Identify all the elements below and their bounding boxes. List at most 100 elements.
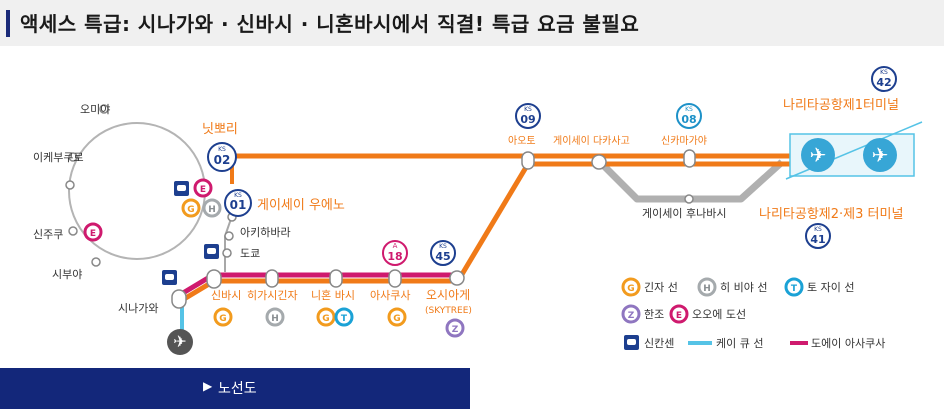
triangle-right-icon: ▶ [203,379,213,393]
badge-oedo: E [193,178,213,198]
svg-text:KS: KS [234,192,242,199]
station-label-aoto: 아오토 [508,135,536,147]
station-dot [91,257,101,267]
station-label-shinjuku: 신주쿠 [33,228,63,241]
svg-text:08: 08 [681,113,696,126]
svg-text:히 비야 선: 히 비야 선 [720,280,767,294]
haneda-airport-icon [167,329,193,355]
svg-text:G: G [627,284,634,294]
svg-text:45: 45 [435,250,450,263]
shinkansen-icon [174,181,189,196]
station-label-omiya: 오미야 [80,103,110,116]
station-code-oshiage: KS 45 [430,240,456,266]
svg-text:T: T [791,284,798,294]
badge-hibiya: H [202,198,222,218]
svg-text:G: G [219,314,226,324]
svg-text:42: 42 [876,76,891,89]
svg-text:G: G [322,314,329,324]
svg-text:G: G [393,314,400,324]
legend-ginza: G 긴자 선 [621,277,678,297]
station-label-ueno: 게이세이 우에노 [257,198,345,213]
station-label-narita-t1: 나리타공항제1터미널 [783,98,899,113]
badge-ginza: G [213,307,233,327]
legend-shinkansen: 신칸센 [624,335,674,350]
station-code-nippori: KS 02 [207,142,237,172]
station-label-higashi-ginza: 히가시긴자 [247,288,298,302]
svg-text:18: 18 [387,250,402,263]
station-dot [224,231,234,241]
svg-text:토 자이 선: 토 자이 선 [807,281,854,294]
legend-tozai: T 토 자이 선 [784,277,854,297]
badge-oedo: E [83,222,103,242]
svg-text:신칸센: 신칸센 [644,337,674,350]
station-label-shimbashi: 신바시 [211,289,241,302]
svg-text:KS: KS [524,106,532,113]
station-label-nippori: 닛뽀리 [202,122,238,137]
svg-text:KS: KS [439,243,447,250]
svg-text:E: E [200,185,206,195]
svg-text:KS: KS [880,69,888,76]
station-dot [222,248,232,258]
svg-text:도에이 아사쿠사: 도에이 아사쿠사 [811,337,885,350]
airport-pointer-line [785,121,923,180]
jr-connector [224,215,233,272]
airplane-icon: ✈ [872,143,889,167]
badge-ginza: G [387,307,407,327]
station-marker-asakusa [388,269,402,288]
legend-oedo: E 오오에 도선 [669,304,746,324]
airport-t23-icon [801,138,835,172]
station-label-oshiage: 오시아게 [426,288,470,302]
station-code-asakusa: A 18 [382,240,408,266]
svg-text:오오에 도선: 오오에 도선 [692,308,746,321]
svg-text:KS: KS [218,146,226,153]
station-label-shibuya: 시부야 [52,268,82,281]
station-label-funabashi: 게이세이 후나바시 [642,207,726,220]
title-accent-bar [6,10,10,37]
station-code-aoto: KS 09 [515,103,541,129]
station-marker-nihombashi [329,269,343,288]
badge-hanzomon: Z [445,318,465,338]
station-marker-higashi-ginza [265,269,279,288]
station-dot [99,104,109,114]
svg-text:41: 41 [810,233,825,246]
svg-text:긴자 선: 긴자 선 [644,281,678,294]
airplane-icon: ✈ [173,332,186,351]
station-label-asakusa: 아사쿠사 [370,289,410,302]
legend-keikyu: 케이 큐 선 [688,337,763,350]
airplane-icon: ✈ [810,143,827,167]
svg-text:케이 큐 선: 케이 큐 선 [716,337,763,350]
station-marker-shimbashi [206,269,222,289]
station-label-akihabara: 아키하바라 [240,225,291,239]
legend-hibiya: H 히 비야 선 [697,277,767,297]
station-code-shin-kamagaya: KS 08 [676,103,702,129]
badge-ginza: G [181,198,201,218]
station-label-takasago: 게이세이 다카사고 [553,135,630,147]
svg-text:E: E [676,311,682,321]
badge-hibiya: H [265,307,285,327]
legend: G 긴자 선 H 히 비야 선 T 토 자이 선 Z 한조 E 오오에 도선 신… [621,277,885,350]
station-label-skytree: (SKYTREE) [425,306,472,316]
svg-text:H: H [271,314,279,324]
shinkansen-icon [204,244,219,259]
route-map-button[interactable]: ▶ 노선도 [0,368,470,409]
station-marker-shinagawa [171,289,187,309]
station-label-tokyo: 도쿄 [240,247,260,260]
svg-text:09: 09 [520,113,535,126]
svg-text:KS: KS [685,106,693,113]
station-label-shin-kamagaya: 신카마가야 [661,135,707,147]
svg-text:KS: KS [814,226,822,233]
svg-text:H: H [703,284,711,294]
station-dot [65,180,75,190]
shinkansen-icon [162,270,177,285]
station-dot [684,194,694,204]
station-marker-shin-kamagaya [683,149,696,168]
svg-text:Z: Z [628,311,635,321]
station-label-narita-t23: 나리타공항제2·제3 터미널 [759,207,903,222]
route-map-button-label: 노선도 [218,381,257,397]
svg-text:E: E [90,229,96,239]
legend-hanzomon: Z 한조 [621,304,664,324]
svg-text:한조: 한조 [644,308,664,321]
station-marker-takasago [591,154,607,170]
svg-text:G: G [187,205,194,215]
station-label-ikebukuro: 이케부쿠로 [33,151,84,164]
